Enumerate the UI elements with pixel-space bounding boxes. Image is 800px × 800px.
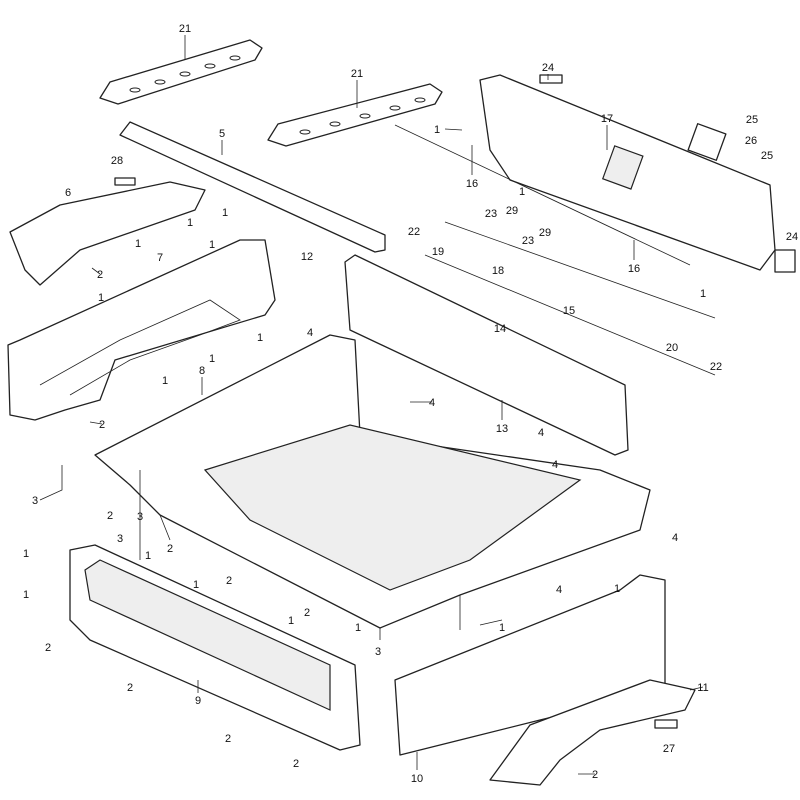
callout-13: 13	[496, 423, 508, 435]
callout-24: 24	[542, 62, 554, 74]
callout-1: 1	[499, 622, 505, 634]
callout-10: 10	[411, 773, 423, 785]
callout-2: 2	[97, 269, 103, 281]
callout-25: 25	[761, 150, 773, 162]
callout-1: 1	[519, 186, 525, 198]
callout-9: 9	[195, 695, 201, 707]
callout-3: 3	[117, 533, 123, 545]
callout-15: 15	[563, 305, 575, 317]
callout-18: 18	[492, 265, 504, 277]
callout-2: 2	[592, 769, 598, 781]
callout-1: 1	[222, 207, 228, 219]
callout-1: 1	[355, 622, 361, 634]
callout-1: 1	[23, 589, 29, 601]
callout-29: 29	[539, 227, 551, 239]
top-rail	[119, 121, 386, 253]
callout-3: 3	[32, 495, 38, 507]
callout-4: 4	[672, 532, 678, 544]
callout-1: 1	[145, 550, 151, 562]
rear-fender-left	[9, 181, 206, 286]
rear-fender-right	[489, 679, 696, 786]
callout-4: 4	[538, 427, 544, 439]
callout-17: 17	[601, 113, 613, 125]
callout-19: 19	[432, 246, 444, 258]
callout-28: 28	[111, 155, 123, 167]
callout-7: 7	[157, 252, 163, 264]
callout-16: 16	[628, 263, 640, 275]
callout-21: 21	[351, 68, 363, 80]
callout-2: 2	[99, 419, 105, 431]
callout-2: 2	[225, 733, 231, 745]
callout-1: 1	[187, 217, 193, 229]
callout-1: 1	[23, 548, 29, 560]
callout-23: 23	[522, 235, 534, 247]
callout-1: 1	[135, 238, 141, 250]
callout-24: 24	[786, 231, 798, 243]
bed-front-liner	[344, 254, 629, 456]
callout-3: 3	[137, 511, 143, 523]
callout-2: 2	[45, 642, 51, 654]
callout-1: 1	[98, 292, 104, 304]
callout-8: 8	[199, 365, 205, 377]
callout-4: 4	[556, 584, 562, 596]
leader-lines	[39, 35, 704, 775]
callout-1: 1	[193, 579, 199, 591]
callout-2: 2	[304, 607, 310, 619]
callout-5: 5	[219, 128, 225, 140]
callout-21: 21	[179, 23, 191, 35]
callout-14: 14	[494, 323, 506, 335]
callout-11: 11	[697, 682, 708, 694]
callout-16: 16	[466, 178, 478, 190]
callout-1: 1	[288, 615, 294, 627]
side-rail-left	[99, 39, 263, 105]
callout-2: 2	[107, 510, 113, 522]
callout-22: 22	[408, 226, 420, 238]
callout-26: 26	[745, 135, 757, 147]
callout-4: 4	[307, 327, 313, 339]
callout-1: 1	[257, 332, 263, 344]
callout-3: 3	[375, 646, 381, 658]
callout-25: 25	[746, 114, 758, 126]
callout-1: 1	[700, 288, 706, 300]
callout-12: 12	[301, 251, 313, 263]
callout-2: 2	[127, 682, 133, 694]
callout-20: 20	[666, 342, 678, 354]
latch-handle	[687, 123, 727, 161]
callout-22: 22	[710, 361, 722, 373]
callout-1: 1	[209, 239, 215, 251]
callout-1: 1	[162, 375, 168, 387]
side-rail-right	[267, 83, 443, 147]
callout-29: 29	[506, 205, 518, 217]
callout-2: 2	[167, 543, 173, 555]
callout-1: 1	[434, 124, 440, 136]
callout-4: 4	[552, 459, 558, 471]
callout-27: 27	[663, 743, 675, 755]
callout-6: 6	[65, 187, 71, 199]
callout-2: 2	[293, 758, 299, 770]
callout-1: 1	[614, 583, 620, 595]
callout-2: 2	[226, 575, 232, 587]
callout-23: 23	[485, 208, 497, 220]
side-panel-left	[7, 239, 276, 421]
callout-1: 1	[209, 353, 215, 365]
callout-4: 4	[429, 397, 435, 409]
